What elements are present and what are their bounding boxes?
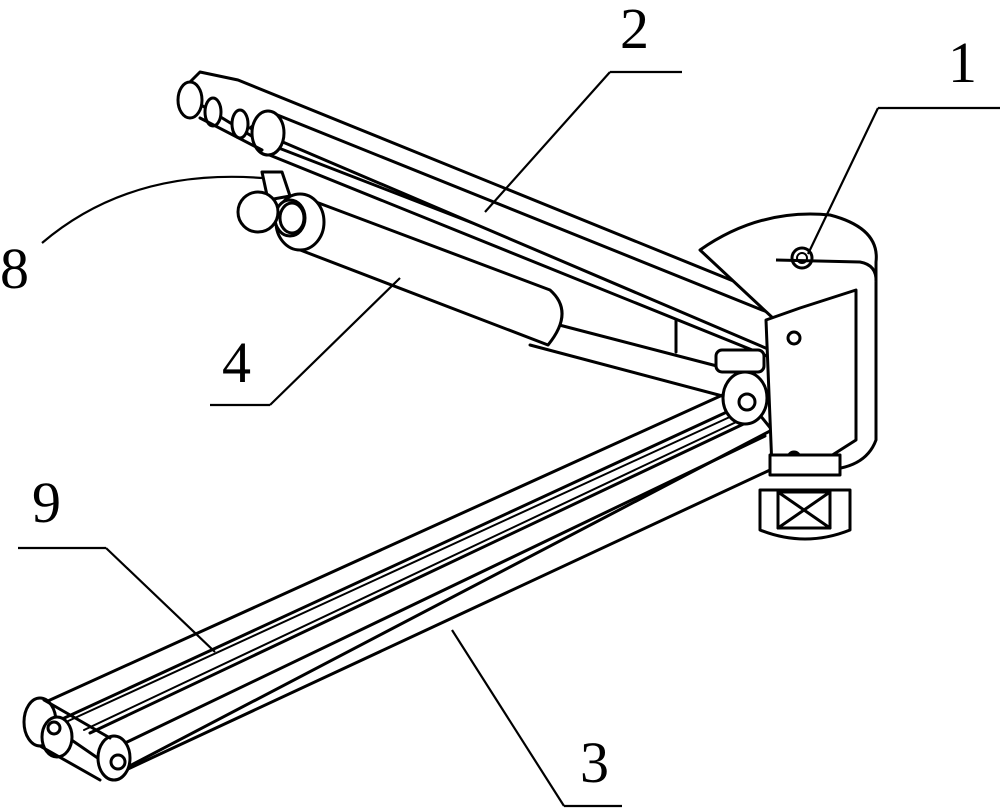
lower-arm — [22, 386, 774, 782]
callout-9: 9 — [32, 470, 61, 535]
callout-8: 8 — [0, 236, 29, 301]
callout-1: 1 — [948, 30, 977, 95]
callout-3: 3 — [580, 730, 609, 795]
pivot-pin — [236, 170, 306, 235]
base-housing — [698, 212, 878, 541]
leader-lines — [18, 70, 1000, 808]
callout-2: 2 — [620, 0, 649, 61]
callout-4: 4 — [222, 330, 251, 395]
rod-joint — [674, 318, 769, 426]
